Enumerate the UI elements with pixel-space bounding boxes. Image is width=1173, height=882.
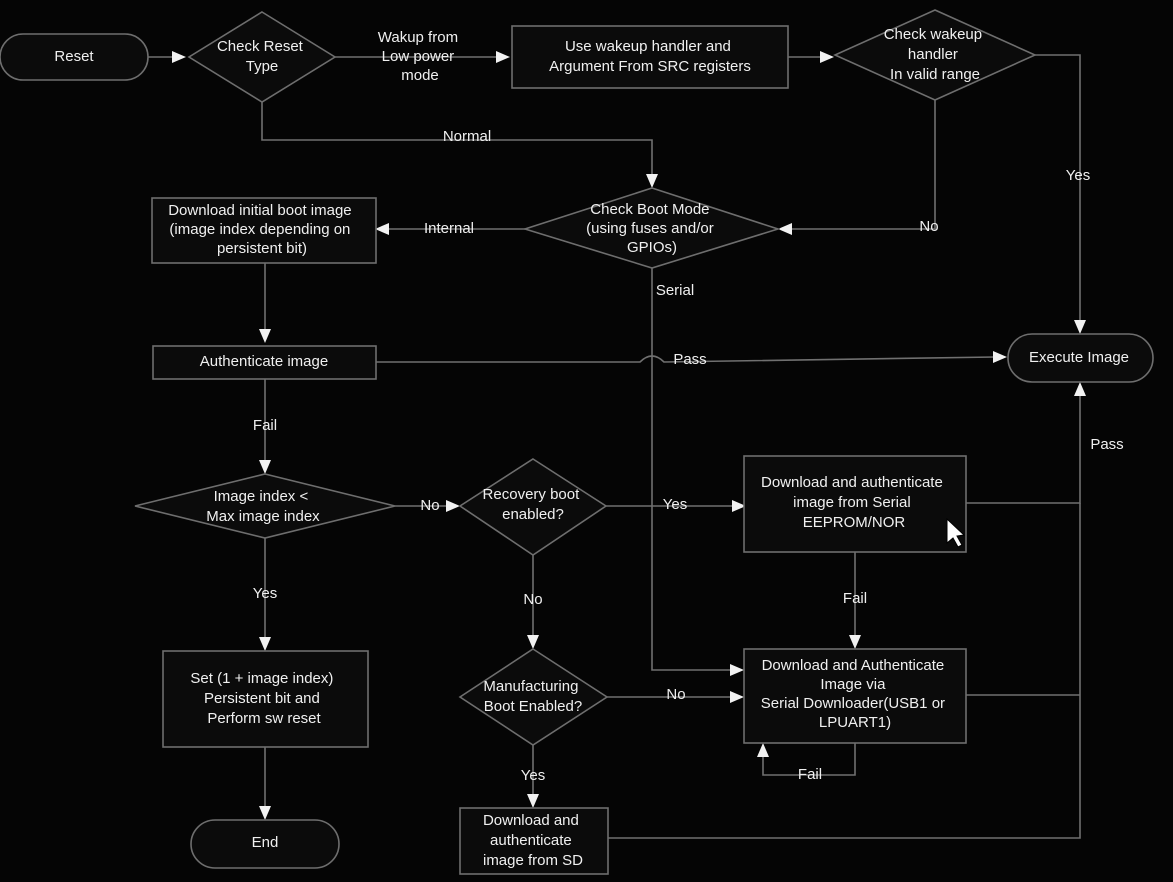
arrowhead	[259, 806, 271, 820]
arrowhead	[732, 500, 746, 512]
reset-label: Reset	[54, 48, 94, 65]
arrowhead	[172, 51, 186, 63]
use-wakeup-handler-label: Use wakeup handler and Argument From SRC…	[549, 38, 751, 75]
use-wakeup-handler-box	[511, 25, 789, 89]
edge-check-wakeup-yes	[1035, 54, 1081, 322]
edge-label-wakeup: Wakup from Low power mode	[378, 29, 462, 84]
check-reset-type-label: Check Reset Type	[217, 38, 307, 75]
download-sd-label: Download and authenticate image from SD	[483, 812, 583, 869]
authenticate-image-label: Authenticate image	[200, 353, 328, 370]
edge-label-no-recovery: No	[523, 591, 542, 608]
image-index-decision	[134, 473, 396, 539]
set-persistent-bit-box	[162, 650, 369, 748]
check-boot-mode-decision	[522, 187, 781, 269]
edge-label-yes-manufacturing: Yes	[521, 767, 545, 784]
arrowhead	[496, 51, 510, 63]
edge-label-yes-index: Yes	[253, 585, 277, 602]
arrowhead	[259, 637, 271, 651]
edge-sd-pass	[608, 503, 1081, 839]
check-wakeup-handler-decision	[833, 9, 1037, 101]
check-reset-type-decision	[187, 11, 337, 103]
mouse-pointer-icon	[946, 517, 966, 548]
edge-eeprom-pass	[966, 394, 1081, 504]
download-serial-downloader-box	[743, 648, 967, 744]
check-wakeup-handler-label: Check wakeup handler In valid range	[884, 26, 987, 83]
arrowhead	[1074, 320, 1086, 334]
edge-label-fail-eeprom: Fail	[843, 590, 867, 607]
arrowhead	[730, 691, 744, 703]
edge-label-internal: Internal	[424, 220, 474, 237]
arrowhead	[259, 460, 271, 474]
edge-label-serial: Serial	[656, 282, 694, 299]
download-initial-boot-box	[151, 197, 377, 264]
arrowhead	[778, 223, 792, 235]
arrowhead	[757, 743, 769, 757]
arrowhead	[375, 223, 389, 235]
download-initial-boot-label: Download initial boot image (image index…	[168, 202, 356, 257]
manufacturing-boot-decision	[458, 648, 609, 746]
arrowhead	[446, 500, 460, 512]
arrowhead	[646, 174, 658, 188]
edge-label-pass-serial: Pass	[1090, 436, 1123, 453]
download-sd-box	[459, 807, 609, 875]
edge-label-normal: Normal	[443, 128, 491, 145]
edge-label-no-index: No	[420, 497, 439, 514]
edge-check-wakeup-no	[790, 100, 936, 230]
connectors	[148, 54, 1081, 839]
arrowhead	[1074, 382, 1086, 396]
arrowheads	[172, 51, 1086, 820]
download-serial-eeprom-label: Download and authenticate image from Ser…	[761, 474, 947, 531]
recovery-boot-decision	[458, 458, 608, 556]
end-terminal	[190, 819, 340, 869]
edge-label-no-wakeup: No	[919, 218, 938, 235]
arrowhead	[993, 351, 1007, 363]
check-boot-mode-label: Check Boot Mode (using fuses and/or GPIO…	[586, 201, 718, 256]
edge-label-yes-recovery: Yes	[663, 496, 687, 513]
edge-labels: Wakup from Low power mode Normal Yes No …	[253, 29, 1124, 784]
edge-label-pass-auth: Pass	[673, 351, 706, 368]
arrowhead	[527, 635, 539, 649]
end-label: End	[252, 834, 279, 851]
manufacturing-boot-label: Manufacturing Boot Enabled?	[483, 678, 582, 715]
recovery-boot-label: Recovery boot enabled?	[483, 486, 584, 523]
edge-downloader-fail-loop	[762, 743, 856, 776]
arrowhead	[259, 329, 271, 343]
authenticate-image-box	[152, 345, 377, 380]
shapes	[0, 9, 1154, 875]
edge-label-fail-auth: Fail	[253, 417, 277, 434]
node-text: Reset Check Reset Type Use wakeup handle…	[54, 26, 1129, 869]
edge-check-reset-normal	[261, 102, 653, 175]
set-persistent-bit-label: Set (1 + image index) Persistent bit and…	[190, 670, 337, 727]
edge-boot-mode-serial	[651, 268, 732, 671]
download-serial-eeprom-box	[743, 455, 967, 553]
download-serial-downloader-label: Download and Authenticate Image via Seri…	[761, 657, 949, 731]
image-index-label: Image index < Max image index	[206, 488, 320, 525]
arrowhead	[849, 635, 861, 649]
arrowhead	[820, 51, 834, 63]
execute-image-terminal	[1007, 333, 1154, 383]
execute-image-label: Execute Image	[1029, 349, 1129, 366]
edge-label-no-manufacturing: No	[666, 686, 685, 703]
arrowhead	[527, 794, 539, 808]
edge-label-fail-downloader: Fail	[798, 766, 822, 783]
edge-label-yes-wakeup: Yes	[1066, 167, 1090, 184]
arrowhead	[730, 664, 744, 676]
reset-terminal	[0, 33, 149, 81]
